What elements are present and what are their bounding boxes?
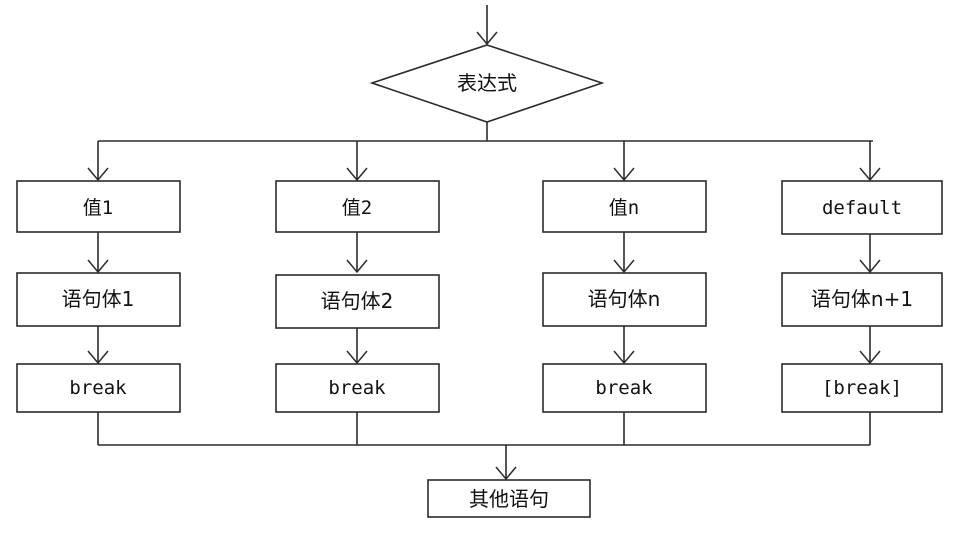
case-box-default bbox=[781, 180, 943, 235]
break-label-1: break bbox=[69, 377, 127, 399]
body-box-n bbox=[542, 272, 707, 327]
break-label-default: [break] bbox=[822, 377, 902, 399]
end-node: 其他语句 bbox=[427, 479, 591, 518]
body-box-2 bbox=[275, 274, 440, 329]
break-label-n: break bbox=[595, 377, 653, 399]
decision-node: 表达式 bbox=[369, 44, 605, 123]
break-box-default bbox=[781, 363, 943, 413]
branch-2: 值2 语句体2 break bbox=[275, 141, 440, 445]
entry-arrow bbox=[476, 5, 498, 46]
body-box-1 bbox=[16, 272, 181, 327]
case-label-1: 值1 bbox=[83, 197, 113, 219]
case-label-n: 值n bbox=[609, 197, 639, 219]
break-box-1 bbox=[16, 363, 181, 413]
case-box-n bbox=[542, 180, 707, 233]
end-label: 其他语句 bbox=[469, 487, 549, 511]
case-box-2 bbox=[275, 180, 440, 233]
body-label-1: 语句体1 bbox=[62, 287, 135, 311]
break-label-2: break bbox=[328, 377, 386, 399]
split-connector bbox=[98, 122, 873, 142]
branch-default: default 语句体n+1 [break] bbox=[781, 141, 943, 445]
case-label-default: default bbox=[822, 197, 902, 219]
branch-n: 值n 语句体n break bbox=[542, 141, 707, 445]
body-label-n: 语句体n bbox=[588, 287, 661, 311]
case-label-2: 值2 bbox=[342, 197, 372, 219]
body-box-default bbox=[781, 272, 943, 327]
merge-connector bbox=[98, 444, 870, 481]
body-label-default: 语句体n+1 bbox=[811, 287, 913, 311]
break-box-n bbox=[542, 363, 707, 413]
branch-1: 值1 语句体1 break bbox=[16, 141, 181, 445]
decision-label: 表达式 bbox=[457, 71, 517, 95]
body-label-2: 语句体2 bbox=[321, 289, 394, 313]
